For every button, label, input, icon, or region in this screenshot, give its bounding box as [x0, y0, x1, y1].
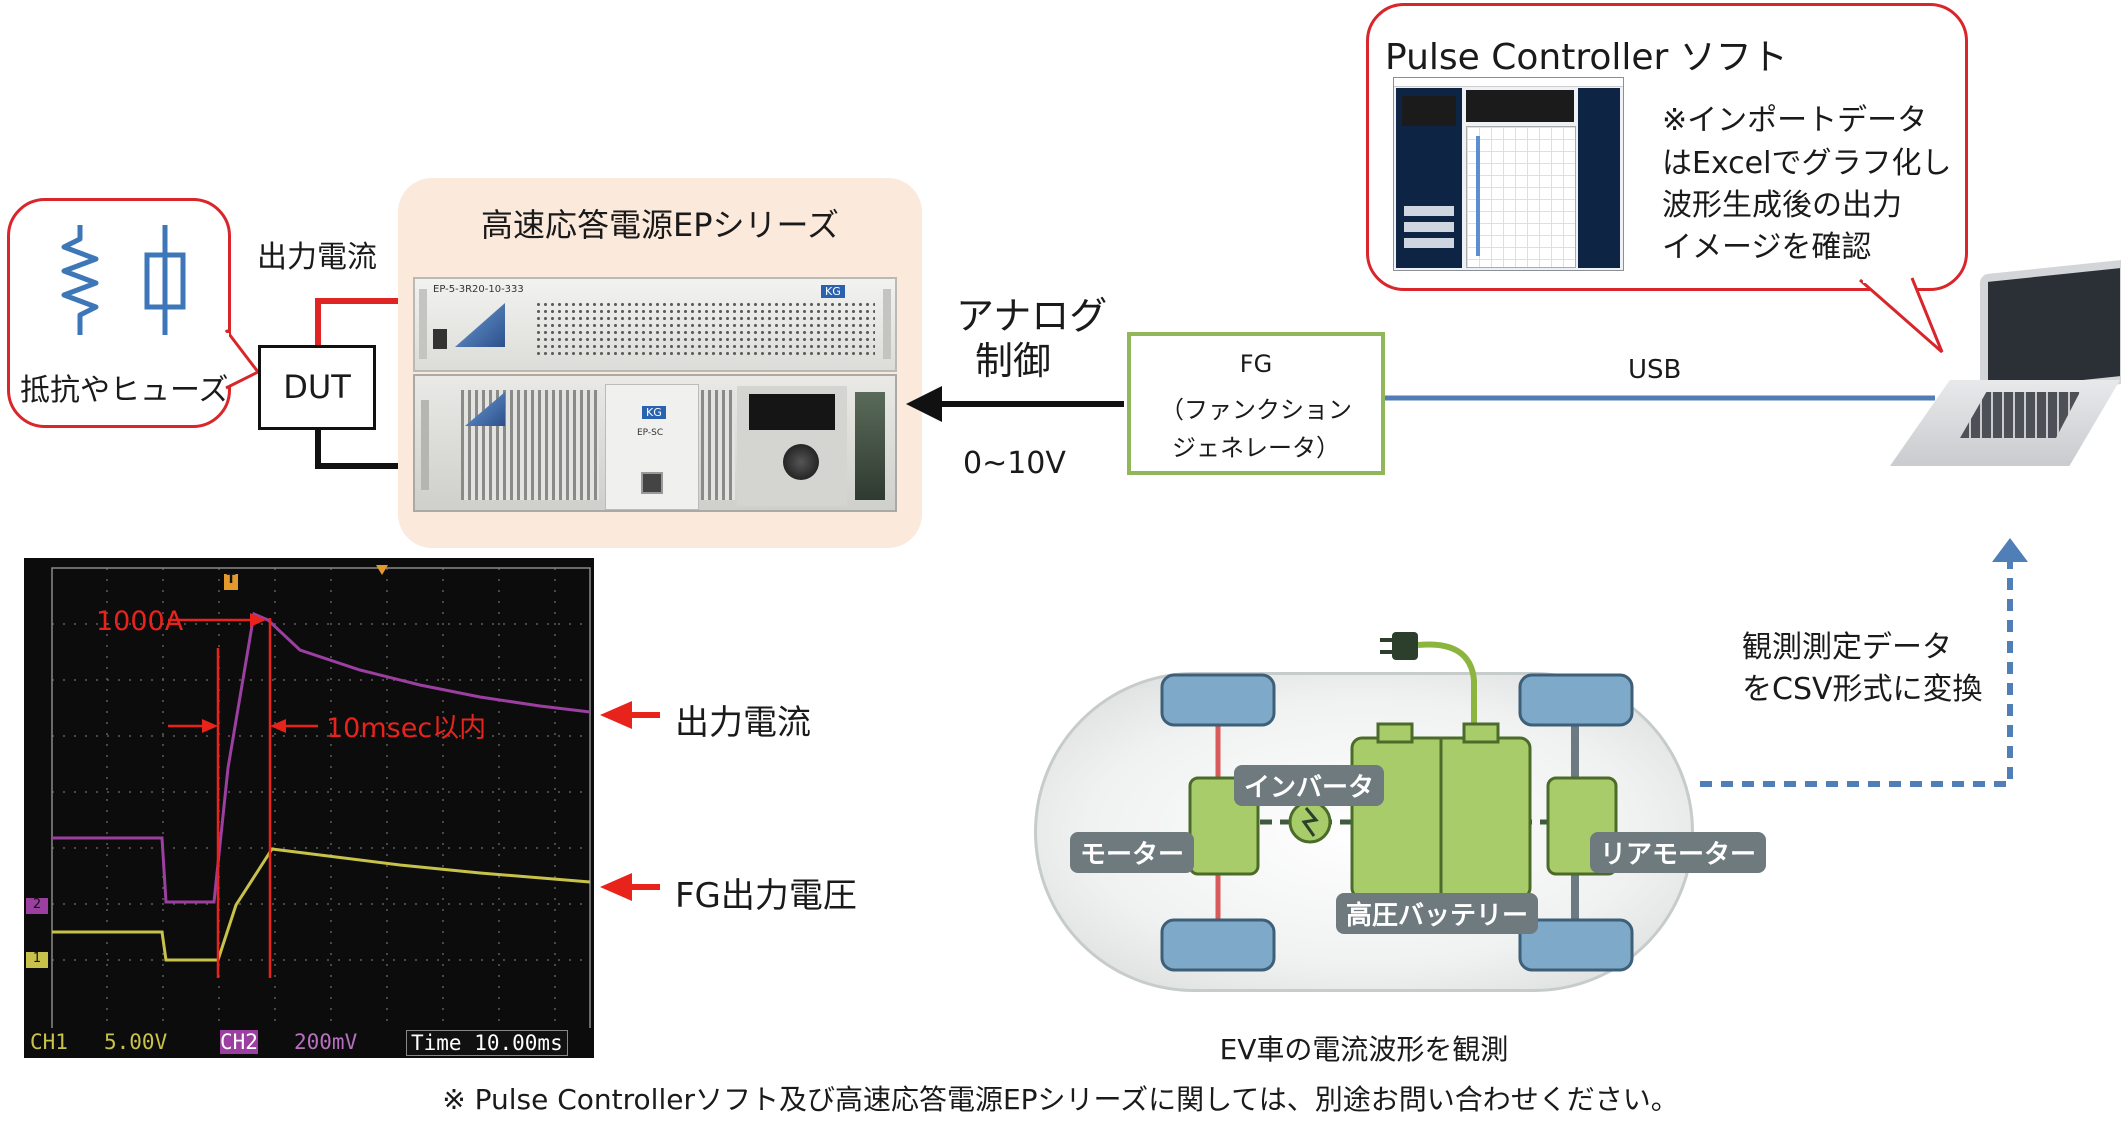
bottom-unit-connector [855, 392, 885, 500]
ev-caption: EV車の電流波形を観測 [1219, 1033, 1509, 1066]
top-unit-power-switch [433, 329, 447, 349]
scope-ch1-value: 5.00V [104, 1030, 168, 1054]
screenshot-graph [1466, 126, 1576, 268]
pulse-note-line3: 波形生成後の出力 [1662, 188, 1902, 223]
top-unit-handle-left [419, 289, 427, 359]
footnote: ※ Pulse Controllerソフト及び高速応答電源EPシリーズに関しては… [442, 1083, 1679, 1116]
ev-battery-label: 高圧バッテリー [1336, 893, 1539, 934]
fuse-icon [144, 225, 186, 335]
ep-series-title: 高速応答電源EPシリーズ [481, 206, 839, 244]
load-caption: 抵抗やヒューズ [20, 373, 229, 408]
pulse-note-line4: イメージを確認 [1662, 230, 1872, 265]
bottom-unit-knob [783, 444, 819, 480]
scope-10msec-label: 10msec以内 [326, 713, 487, 744]
output-current-label: 出力電流 [257, 240, 377, 275]
top-unit-handle-right [883, 289, 891, 359]
analog-control-label-line1: アナログ [956, 294, 1108, 338]
scope-ch1-marker: 1 [32, 951, 42, 966]
pulse-controller-screenshot [1393, 77, 1624, 271]
bottom-unit-handle-left [421, 400, 429, 490]
scope-ch2-value: 200mV [294, 1030, 358, 1054]
screenshot-button-b [1404, 222, 1454, 232]
scope-time-label: Time 10.00ms [406, 1030, 568, 1056]
usb-label: USB [1628, 355, 1682, 385]
pulse-controller-title: Pulse Controller ソフト [1385, 37, 1788, 78]
scope-ch2-label: CH2 [220, 1030, 258, 1054]
scope-legend-fg: FG出力電圧 [675, 876, 857, 916]
dut-label: DUT [283, 368, 351, 406]
bottom-unit-display [749, 394, 835, 430]
load-bubble [7, 198, 231, 428]
screenshot-waveform [1476, 136, 1480, 256]
top-unit-model: EP-5-3R20-10-333 [433, 284, 524, 295]
resistor-icon [61, 225, 99, 335]
csv-note-line2: をCSV形式に変換 [1742, 672, 1983, 707]
fg-line1: FG [1239, 350, 1273, 378]
pulse-note-line2: はExcelでグラフ化し [1662, 146, 1952, 181]
screenshot-button-a [1404, 206, 1454, 216]
ev-motor-label: モーター [1070, 832, 1195, 873]
scope-1000a-label: 1000A [96, 606, 184, 637]
scope-ch2-marker: 2 [32, 897, 42, 912]
fg-line2: （ファンクション [1160, 396, 1352, 424]
fg-line3: ジェネレータ） [1172, 434, 1340, 462]
ev-inverter-label: インバータ [1234, 765, 1385, 806]
screenshot-readout [1402, 96, 1456, 126]
bottom-unit-brand: KG [642, 406, 666, 419]
ep-top-unit: EP-5-3R20-10-333 KG [413, 277, 897, 372]
csv-note-line1: 観測測定データ [1742, 630, 1952, 665]
ev-rear-motor-label: リアモーター [1590, 832, 1767, 873]
bottom-unit-button [641, 472, 663, 494]
scope-ch1-label: CH1 [30, 1030, 68, 1054]
screenshot-button-c [1404, 238, 1454, 248]
analog-control-label-line2: 制御 [975, 339, 1052, 383]
top-unit-vent [535, 301, 875, 359]
oscilloscope-screen [24, 558, 594, 1058]
bottom-unit-grill-right [701, 390, 735, 500]
analog-control-voltage: 0~10V [963, 446, 1066, 481]
bottom-unit-grill-left [461, 390, 599, 500]
scope-legend-current: 出力電流 [675, 703, 811, 743]
screenshot-log [1466, 90, 1574, 122]
dut-box [258, 345, 376, 430]
fg-box [1127, 332, 1385, 475]
ep-bottom-unit: KG EP-SC [413, 374, 897, 512]
top-unit-brand: KG [821, 285, 845, 298]
screenshot-right-panel [1578, 88, 1620, 268]
scope-trigger-marker: T [226, 572, 236, 587]
bottom-unit-model: EP-SC [637, 428, 664, 438]
pulse-note-line1: ※インポートデータ [1662, 103, 1928, 138]
screenshot-titlebar [1394, 78, 1623, 87]
